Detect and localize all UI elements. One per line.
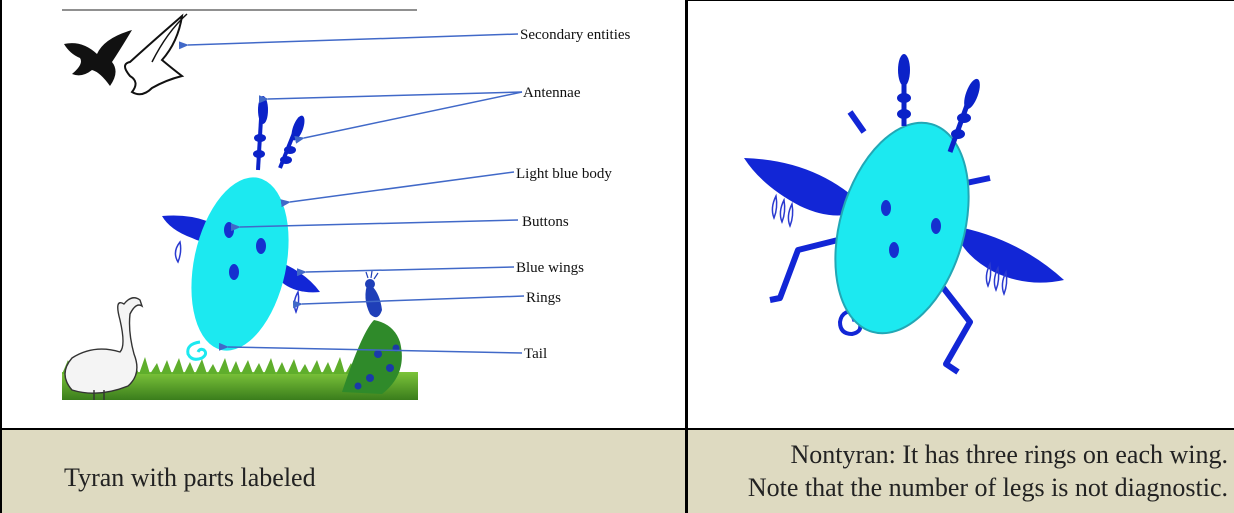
label-tail: Tail [524,346,547,362]
border-top-right [688,0,1234,1]
tyran-creature [162,96,320,360]
labeled-tyran-svg: Secondary entities Antennae Light blue b… [2,2,685,428]
caption-left-cell: Tyran with parts labeled [2,430,685,513]
peacock-illustration [342,271,402,394]
button [931,218,941,234]
nontyran-panel [688,2,1234,428]
light-blue-body [177,168,304,359]
caption-right: Nontyran: It has three rings on each win… [748,438,1228,504]
label-blue-wings: Blue wings [516,260,584,276]
caption-right-line2: Note that the number of legs is not diag… [748,471,1228,504]
button [229,264,239,280]
tail [188,342,206,359]
button [881,200,891,216]
caption-left: Tyran with parts labeled [64,463,316,493]
border-row [0,428,1234,430]
right-wing [954,226,1064,283]
button [224,222,234,238]
button [889,242,899,258]
label-buttons: Buttons [522,214,569,230]
left-wing-rings [772,196,792,226]
label-rings: Rings [526,290,561,306]
caption-right-cell: Nontyran: It has three rings on each win… [688,430,1234,513]
label-secondary-entities: Secondary entities [520,27,631,43]
goose-illustration [65,298,142,400]
ring [175,242,180,262]
border-middle [685,0,688,513]
border-left [0,0,2,513]
button [256,238,266,254]
label-light-blue-body: Light blue body [516,166,612,182]
nontyran-svg [688,2,1234,428]
flying-birds-illustration [64,14,187,94]
caption-right-line1: Nontyran: It has three rings on each win… [748,438,1228,471]
label-antennae: Antennae [523,85,581,101]
nontyran-creature [744,54,1064,372]
labeled-tyran-panel: Secondary entities Antennae Light blue b… [2,2,685,428]
ring [294,292,298,312]
